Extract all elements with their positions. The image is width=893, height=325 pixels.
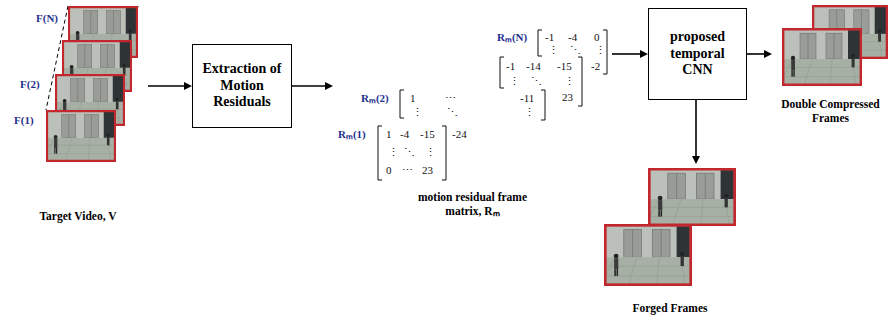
arrow-line	[612, 53, 641, 55]
matrix-cell: ⋯	[445, 92, 456, 105]
bracket	[378, 126, 382, 180]
flow-arrow	[612, 50, 648, 58]
matrix-cell: -24	[452, 128, 467, 141]
process-box: proposed temporal CNN	[648, 8, 747, 100]
matrix-cell: 1	[410, 92, 416, 105]
matrix-cell: ⋮	[412, 106, 423, 119]
forged-frames	[604, 168, 736, 286]
matrix-label: Rₘ(2)	[361, 92, 389, 105]
matrix-cell: ⋱	[531, 75, 542, 88]
output-frames-group: Forged Frames	[598, 164, 742, 318]
frame-label: F(2)	[20, 78, 40, 91]
arrowhead	[325, 82, 333, 90]
arrow-line	[747, 53, 765, 55]
bracket	[400, 90, 404, 118]
arrowhead	[692, 156, 700, 164]
group-caption: motion residual frame matrix, Rₘ	[408, 191, 538, 219]
video-frame	[648, 168, 736, 226]
process-box: Extraction of Motion Residuals	[192, 44, 292, 128]
output-frames-group: Double Compressed Frames	[772, 3, 889, 128]
group-caption: Forged Frames	[632, 302, 707, 316]
bracket	[541, 90, 545, 120]
frame-stack	[46, 6, 138, 162]
frame-label: F(N)	[36, 12, 58, 25]
matrix-cell: ⋮	[524, 106, 535, 119]
video-frame	[782, 28, 862, 86]
matrix-cell: ⋮	[564, 75, 575, 88]
matrix-cell: 0	[386, 164, 392, 177]
flow-arrow	[692, 100, 700, 164]
matrix-cell: 23	[422, 164, 433, 177]
matrix-cell: -14	[526, 60, 541, 73]
matrix-cell: ⋱	[447, 106, 458, 119]
matrix-cell: 0	[594, 31, 600, 44]
matrix-brackets	[378, 30, 607, 180]
arrowhead	[764, 50, 772, 58]
matrix-label: Rₘ(N)	[497, 31, 527, 44]
arrow-line	[148, 85, 185, 87]
box-label: Extraction of Motion Residuals	[198, 61, 286, 111]
arrowhead	[640, 50, 648, 58]
matrix-cell: ⋮	[548, 44, 559, 57]
arrowhead	[184, 82, 192, 90]
frame-label: F(1)	[14, 114, 34, 127]
bracket	[538, 30, 542, 56]
matrix-cell: -15	[557, 60, 572, 73]
matrix-label: Rₘ(1)	[338, 128, 366, 141]
matrix-cell: ⋮	[509, 75, 520, 88]
bracket	[500, 57, 504, 88]
matrix-cell: -11	[520, 92, 534, 105]
matrix-cell: -4	[568, 31, 577, 44]
flow-arrow	[747, 50, 772, 58]
matrix-cell: ⋮	[425, 146, 436, 159]
video-frame	[46, 110, 116, 162]
matrix-cell: ⋱	[570, 44, 581, 57]
matrix-cell: -1	[506, 60, 515, 73]
group-caption: Target Video, V	[40, 210, 117, 224]
arrow-line	[695, 100, 697, 157]
double-compressed-frames	[782, 5, 888, 86]
video-frame	[604, 224, 692, 286]
group-caption: Double Compressed Frames	[774, 98, 887, 126]
matrix-cell: ⋮	[388, 146, 399, 159]
matrix-cell: 23	[562, 91, 573, 104]
matrix-cell: ⋯	[402, 164, 413, 177]
flow-arrow	[292, 82, 333, 90]
matrix-cell: ⋱	[404, 146, 415, 159]
arrow-line	[292, 85, 326, 87]
flow-arrow	[148, 82, 192, 90]
matrix-cell: -1	[545, 31, 554, 44]
matrix-cell: -15	[420, 128, 435, 141]
matrix-cell: ⋮	[595, 44, 606, 57]
bracket	[442, 126, 446, 180]
matrix-cell: -4	[400, 128, 409, 141]
matrix-cell: 1	[386, 128, 392, 141]
bracket	[578, 57, 582, 106]
matrix-cell: -2	[591, 60, 600, 73]
box-label: proposed temporal CNN	[654, 29, 741, 79]
